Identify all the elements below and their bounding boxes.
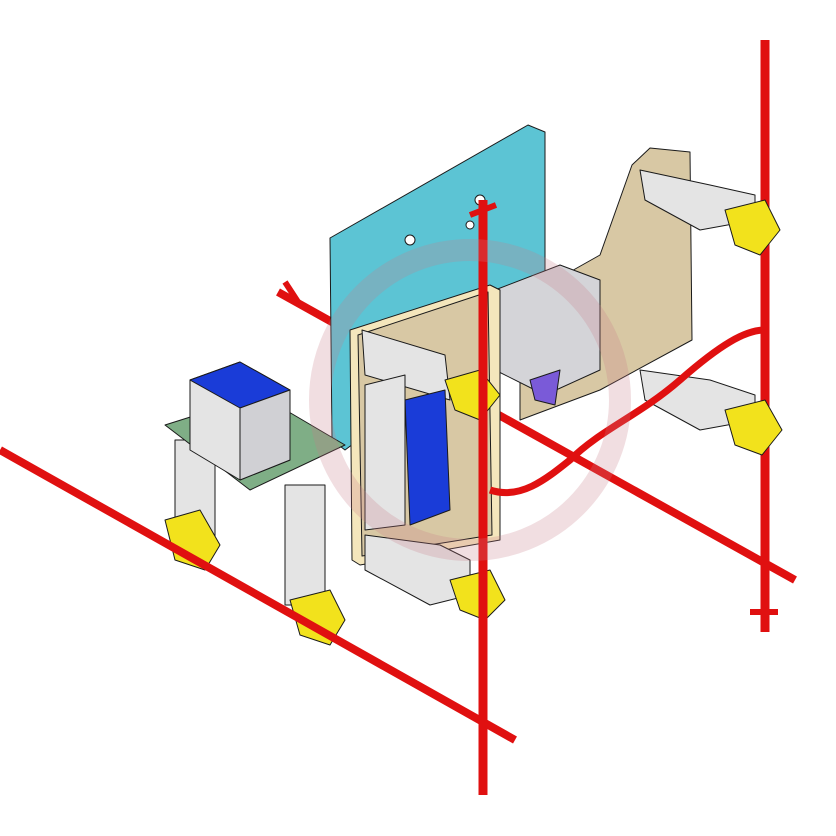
bottom-gripper [364, 534, 506, 621]
rail-left-vertical [468, 200, 498, 795]
rail-right-vertical [750, 40, 778, 632]
watermark-logo [309, 239, 631, 561]
right-grippers [639, 169, 783, 456]
rail-front-diagonal [0, 446, 517, 744]
left-base-assembly [164, 361, 346, 646]
valve-block [494, 264, 601, 406]
air-hose [488, 326, 766, 497]
blue-block-front [364, 374, 451, 531]
